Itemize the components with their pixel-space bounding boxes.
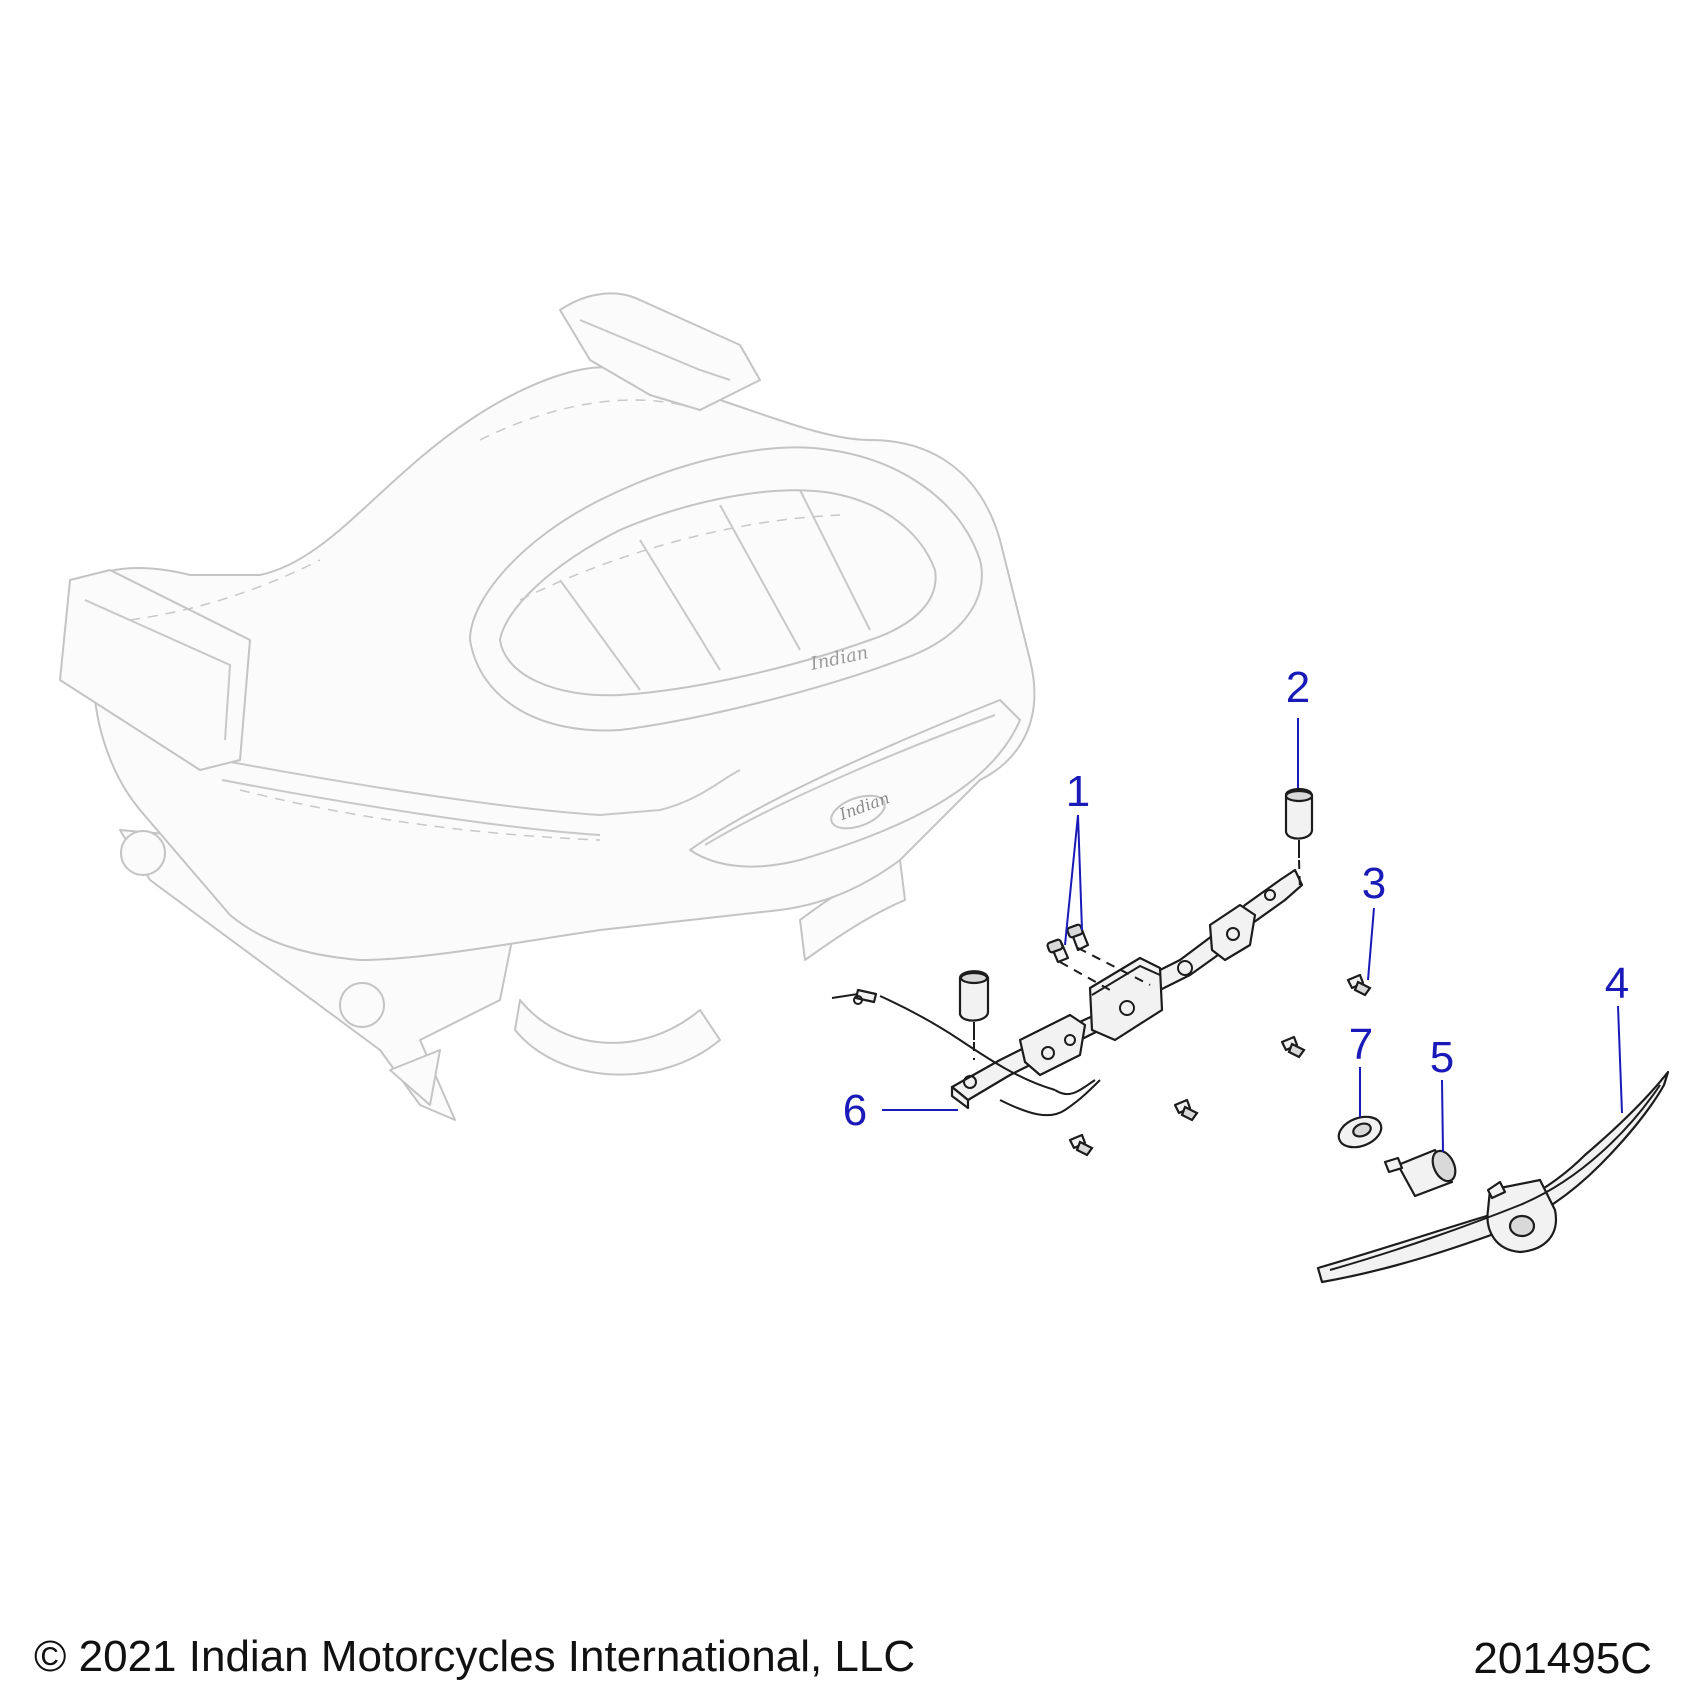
latch-assembly-parts — [831, 787, 1670, 1284]
rubber-bumper-upper — [1284, 787, 1314, 891]
grommet — [1337, 1115, 1383, 1149]
callout-label-2: 2 — [1286, 663, 1310, 712]
screw — [1346, 973, 1372, 997]
callout-label-5: 5 — [1430, 1033, 1454, 1082]
drawing-number: 201495C — [1473, 1634, 1652, 1683]
callout-leaders — [882, 718, 1623, 1153]
rubber-bumper-lower — [958, 970, 990, 1060]
latch-studs — [1046, 923, 1151, 991]
callout-label-3: 3 — [1362, 859, 1386, 908]
leader-4 — [1617, 1005, 1623, 1114]
leader-3 — [1367, 907, 1375, 981]
callout-label-4: 4 — [1605, 959, 1629, 1008]
screw — [1173, 1098, 1199, 1122]
callout-label-6: 6 — [843, 1086, 867, 1135]
trim-bezel — [1316, 1070, 1670, 1284]
screws — [1068, 973, 1372, 1157]
trunk-context-illustration: Indian Indian — [59, 292, 1036, 1121]
screw — [1068, 1133, 1094, 1157]
callout-labels: 1 2 3 4 5 6 7 — [843, 663, 1629, 1135]
leader-5 — [1441, 1079, 1444, 1153]
callout-label-1: 1 — [1066, 767, 1090, 816]
leader-1 — [1064, 814, 1083, 946]
latch-bracket-assembly — [831, 868, 1304, 1117]
lock-cylinder — [1383, 1148, 1457, 1198]
copyright-notice: © 2021 Indian Motorcycles International,… — [34, 1632, 916, 1681]
screw — [1280, 1035, 1306, 1059]
callout-label-7: 7 — [1349, 1020, 1373, 1069]
